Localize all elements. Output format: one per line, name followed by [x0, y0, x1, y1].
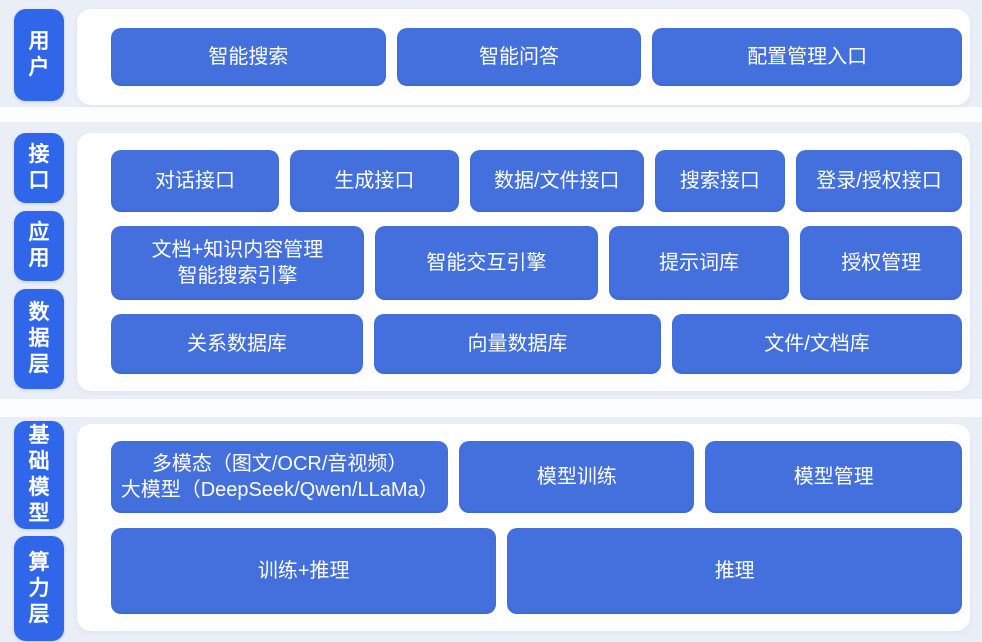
- layer-label-interface: 接口: [14, 133, 64, 203]
- middle-layers-panel: 对话接口 生成接口 数据/文件接口 搜索接口 登录/授权接口 文档+知识内容管理…: [77, 133, 970, 391]
- section-user-layer: 用户 智能搜索 智能问答 配置管理入口: [0, 0, 982, 107]
- btn-prompt-library: 提示词库: [608, 226, 790, 300]
- layer-label-foundation-model: 基础模型: [14, 421, 64, 529]
- user-layer-panel: 智能搜索 智能问答 配置管理入口: [77, 9, 970, 105]
- btn-inference: 推理: [507, 528, 962, 614]
- btn-relational-database: 关系数据库: [111, 314, 363, 374]
- section-interface-application-data: 接口 应用 数据层 对话接口 生成接口 数据/文件接口 搜索接口 登录/授权接口…: [0, 122, 982, 399]
- section-foundation-compute: 基础模型 算力层 多模态（图文/OCR/音视频） 大模型（DeepSeek/Qw…: [0, 417, 982, 642]
- button-row: 对话接口 生成接口 数据/文件接口 搜索接口 登录/授权接口: [111, 150, 962, 212]
- btn-file-document-store: 文件/文档库: [672, 314, 962, 374]
- btn-doc-knowledge-search-engine: 文档+知识内容管理 智能搜索引擎: [111, 226, 364, 300]
- btn-interactive-engine: 智能交互引擎: [374, 226, 598, 300]
- bottom-layers-panel: 多模态（图文/OCR/音视频） 大模型（DeepSeek/Qwen/LLaMa）…: [77, 424, 970, 631]
- layer-label-compute: 算力层: [14, 536, 64, 641]
- btn-vector-database: 向量数据库: [374, 314, 661, 374]
- button-row: 多模态（图文/OCR/音视频） 大模型（DeepSeek/Qwen/LLaMa）…: [111, 441, 963, 513]
- button-row: 训练+推理 推理: [111, 528, 962, 614]
- button-row: 文档+知识内容管理 智能搜索引擎 智能交互引擎 提示词库 授权管理: [111, 226, 962, 300]
- btn-smart-qa: 智能问答: [396, 28, 642, 86]
- btn-training-inference: 训练+推理: [111, 528, 497, 614]
- btn-login-auth-api: 登录/授权接口: [796, 150, 962, 212]
- btn-config-management-entry: 配置管理入口: [652, 28, 962, 86]
- layer-label-column: 接口 应用 数据层: [14, 133, 64, 399]
- btn-dialog-api: 对话接口: [111, 150, 279, 212]
- btn-multimodal-llm: 多模态（图文/OCR/音视频） 大模型（DeepSeek/Qwen/LLaMa）: [111, 441, 449, 513]
- btn-smart-search: 智能搜索: [111, 28, 386, 86]
- layer-label-column: 用户: [14, 9, 64, 107]
- layer-label-data: 数据层: [14, 289, 64, 389]
- btn-model-management: 模型管理: [705, 441, 963, 513]
- button-row: 智能搜索 智能问答 配置管理入口: [111, 28, 962, 86]
- layer-label-application: 应用: [14, 211, 64, 281]
- btn-data-file-api: 数据/文件接口: [469, 150, 644, 212]
- btn-generation-api: 生成接口: [289, 150, 459, 212]
- layer-label-user: 用户: [14, 9, 64, 101]
- layer-label-column: 基础模型 算力层: [14, 421, 64, 642]
- btn-authorization-management: 授权管理: [800, 226, 962, 300]
- btn-model-training: 模型训练: [459, 441, 695, 513]
- button-row: 关系数据库 向量数据库 文件/文档库: [111, 314, 962, 374]
- btn-search-api: 搜索接口: [654, 150, 786, 212]
